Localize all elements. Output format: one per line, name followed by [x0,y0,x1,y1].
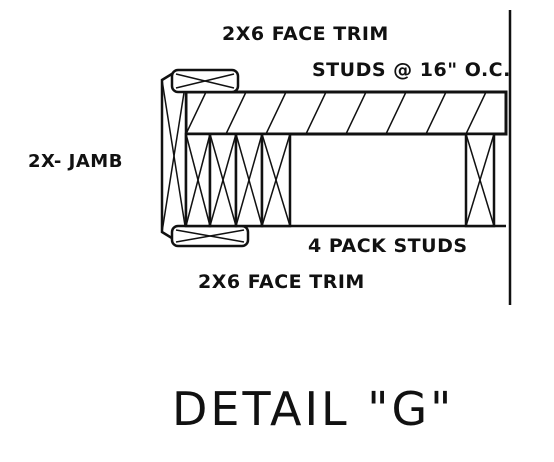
jamb [160,70,188,242]
detail-title: DETAIL "G" [172,382,454,436]
label-jamb: 2X- JAMB [28,151,123,172]
label-face-trim-bottom: 2X6 FACE TRIM [198,271,365,293]
pack-stud [208,132,238,228]
sheathing-layer [184,90,508,136]
label-face-trim-top: 2X6 FACE TRIM [222,23,389,45]
label-studs-spacing: STUDS @ 16" O.C. [312,59,511,81]
face-trim-bottom [170,224,250,248]
single-stud [464,132,496,228]
pack-stud [234,132,264,228]
label-pack-studs: 4 PACK STUDS [308,235,468,257]
pack-stud [260,132,292,228]
pack-studs [184,132,292,228]
pack-stud [184,132,212,228]
face-trim-top [170,68,240,94]
